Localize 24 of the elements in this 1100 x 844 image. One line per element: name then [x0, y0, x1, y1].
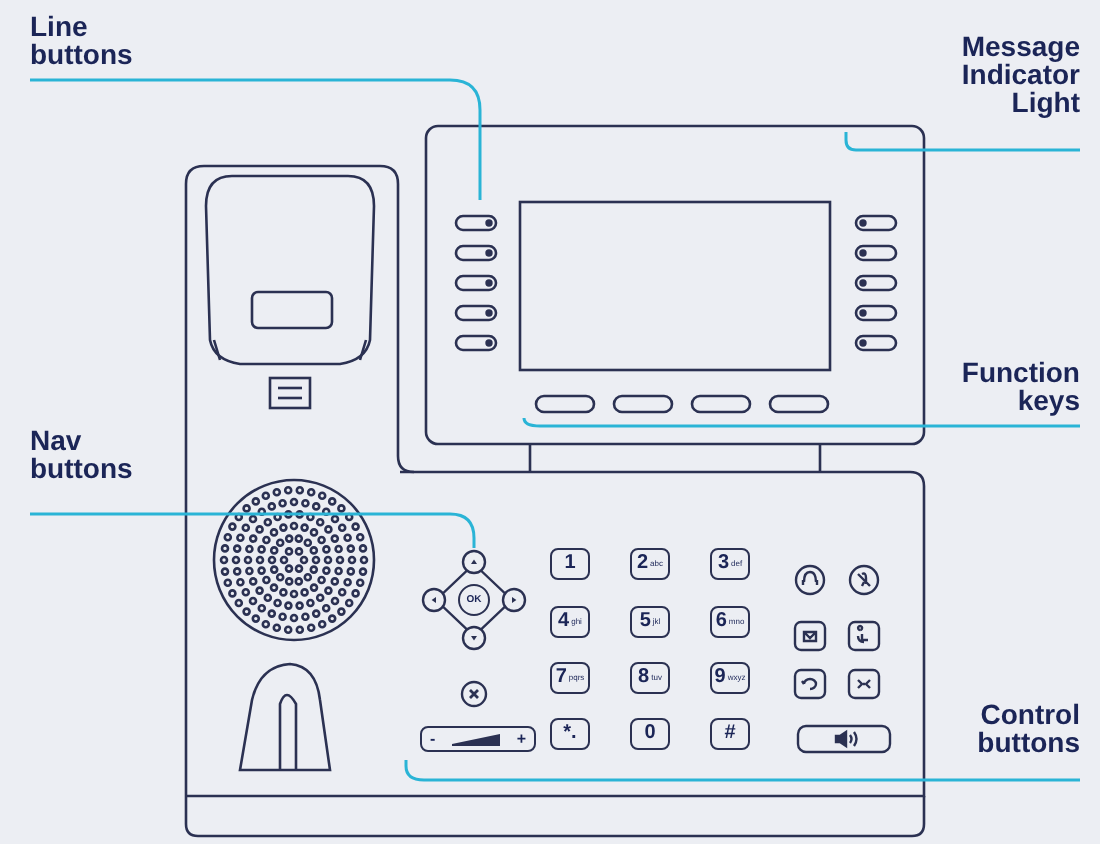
- callout-label: Control buttons: [940, 700, 1080, 776]
- key-digit: 9: [714, 668, 726, 688]
- leader-line: [404, 760, 1080, 782]
- volume-minus: -: [430, 730, 436, 748]
- key-digit: #: [724, 724, 736, 744]
- key-digit: 6: [715, 612, 727, 632]
- key-digit: 5: [639, 612, 651, 632]
- key-digit: 4: [558, 612, 570, 632]
- leader-line: [30, 78, 482, 200]
- key-digit: 3: [717, 554, 729, 574]
- key-digit: 0: [644, 724, 656, 744]
- key-digit: 2: [636, 554, 649, 574]
- callout-label: Nav buttons: [30, 426, 150, 514]
- callout-label: Message Indicator Light: [920, 32, 1080, 150]
- leader-line: [844, 132, 1080, 152]
- key-digit: 7: [555, 668, 567, 688]
- key-digit: *.: [563, 724, 577, 744]
- volume-plus: +: [516, 730, 526, 748]
- key-digit: 1: [564, 554, 576, 574]
- key-digit: 8: [638, 668, 650, 688]
- callout-label: Function keys: [950, 358, 1080, 426]
- leader-line: [522, 417, 1080, 428]
- leader-line: [30, 512, 476, 548]
- callout-label: Line buttons: [30, 12, 150, 80]
